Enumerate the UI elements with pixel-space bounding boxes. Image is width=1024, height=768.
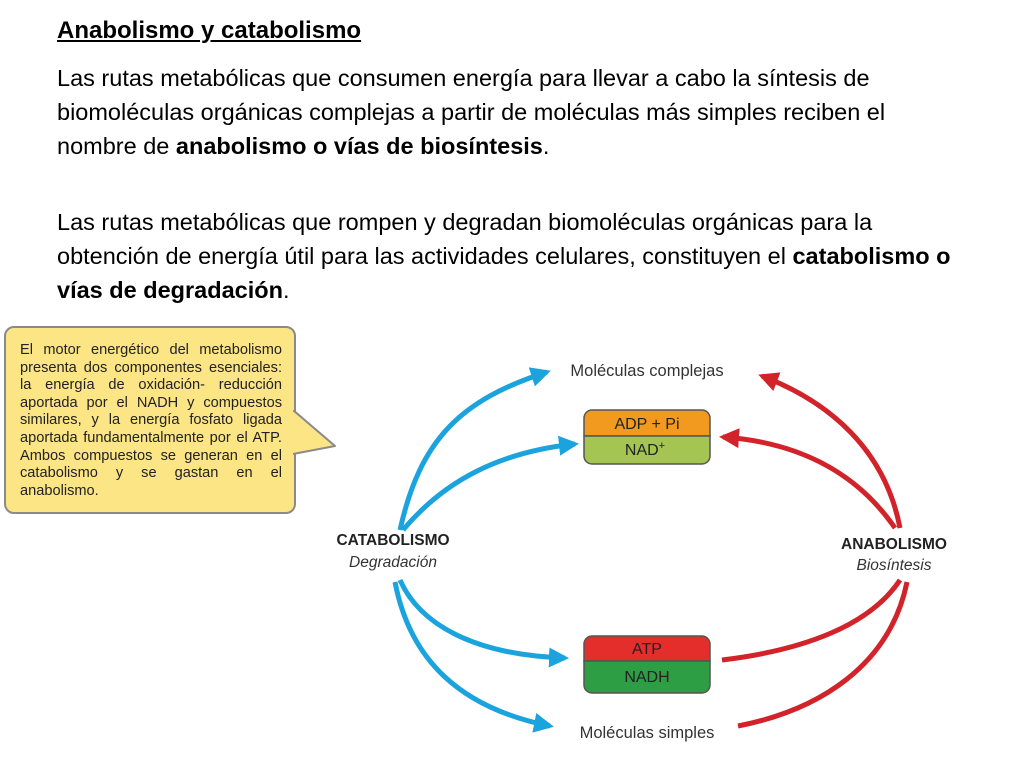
callout-pointer [293, 410, 336, 455]
arrow-atp-to-anabolism [721, 578, 903, 663]
arrow-simple-to-anabolism [737, 581, 910, 729]
paragraph-catabolism-text: Las rutas metabólicas que rompen y degra… [57, 209, 873, 269]
arrow-anabolism-to-complex [758, 372, 903, 529]
paragraph-anabolism-end: . [542, 133, 550, 159]
arrow-catabolism-to-complex [397, 367, 551, 531]
atp-nadh-box: ATP NADH [583, 635, 711, 694]
paragraph-catabolism-end: . [282, 277, 290, 303]
paragraph-anabolism: Las rutas metabólicas que consumen energ… [57, 61, 957, 163]
paragraph-anabolism-bold: anabolismo o vías de biosíntesis [175, 133, 543, 159]
adp-pi-label: ADP + Pi [614, 416, 679, 433]
arrow-catabolism-to-simple [392, 581, 554, 733]
arrow-anabolism-to-adp [719, 428, 898, 530]
arrow-catabolism-to-atp [397, 578, 569, 668]
atp-label: ATP [632, 641, 662, 658]
nad-label-superscript: + [659, 440, 665, 452]
paragraph-catabolism-bold: catabolismo o vías de degradación [57, 243, 951, 303]
nad-label: NAD+ [625, 440, 665, 459]
paragraph-anabolism-text: Las rutas metabólicas que consumen energ… [57, 65, 886, 159]
molecules-complex-label: Moléculas complejas [570, 362, 723, 380]
energy-callout-text: El motor energético del metabolismo pres… [20, 342, 282, 499]
molecules-simple-label: Moléculas simples [580, 724, 715, 742]
nad-label-base: NAD [625, 442, 659, 459]
arrow-catabolism-to-nad [401, 435, 579, 532]
metabolism-cycle-diagram: Moléculas complejas Moléculas simples CA… [336, 362, 947, 742]
catabolism-subtitle: Degradación [349, 554, 437, 571]
nadh-label: NADH [624, 669, 669, 686]
catabolism-title: CATABOLISMO [336, 532, 449, 549]
anabolism-subtitle: Biosíntesis [857, 557, 932, 574]
adp-nad-box: ADP + Pi NAD+ [583, 409, 711, 465]
energy-callout-box: El motor energético del metabolismo pres… [4, 326, 296, 514]
page-title: Anabolismo y catabolismo [57, 17, 362, 44]
anabolism-title: ANABOLISMO [841, 536, 947, 553]
paragraph-catabolism: Las rutas metabólicas que rompen y degra… [57, 205, 957, 307]
